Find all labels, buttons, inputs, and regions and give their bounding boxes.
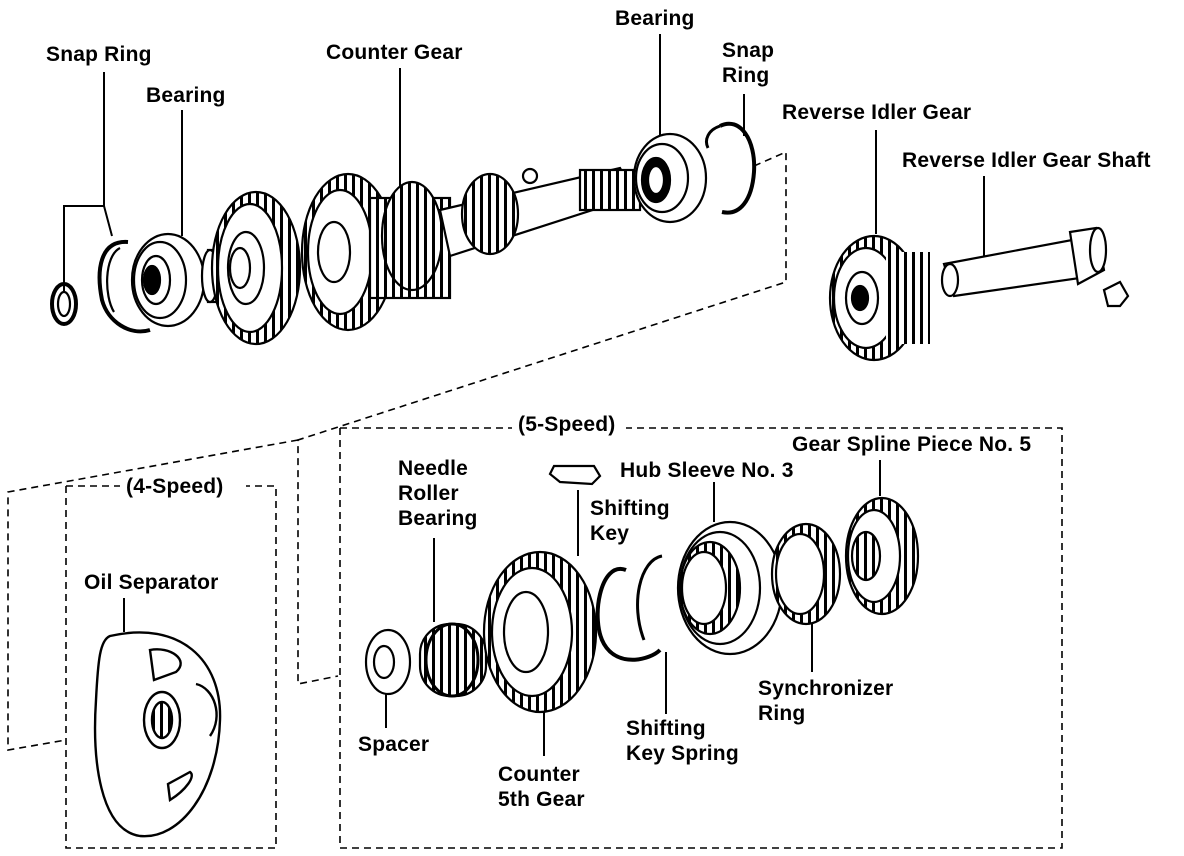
leader-snap-ring-left (63, 72, 105, 292)
label-needle-line1: Needle (398, 457, 469, 480)
label-snap-ring-left: Snap Ring (46, 43, 152, 66)
label-bearing-left: Bearing (146, 84, 226, 107)
label-synchronizer-line2: Ring (758, 702, 806, 725)
label-needle-line3: Bearing (398, 507, 478, 530)
label-five-speed: (5-Speed) (512, 412, 622, 437)
label-hub-sleeve: Hub Sleeve No. 3 (620, 459, 794, 482)
label-counter-5th-line2: 5th Gear (498, 788, 585, 811)
reverse-idler-assembly (828, 226, 1130, 362)
label-four-speed: (4-Speed) (120, 474, 230, 499)
label-counter-gear: Counter Gear (326, 41, 463, 64)
label-oil-separator: Oil Separator (84, 571, 219, 594)
label-synchronizer-line1: Synchronizer (758, 677, 894, 700)
connector-line-4speed (7, 439, 299, 751)
label-shifting-key-spring-line2: Key Spring (626, 742, 739, 765)
five-speed-parts (364, 464, 920, 714)
oil-separator-part (93, 631, 222, 838)
label-counter-5th-line1: Counter (498, 763, 580, 786)
counter-gear-assembly (50, 121, 757, 346)
label-shifting-key-line1: Shifting (590, 497, 670, 520)
label-shifting-key: Shifting Key (590, 496, 670, 546)
label-shifting-key-spring-line1: Shifting (626, 717, 706, 740)
label-shifting-key-spring: Shifting Key Spring (626, 716, 739, 766)
four-speed-box-outline (65, 485, 277, 849)
label-needle-line2: Roller (398, 482, 459, 505)
label-bearing-right: Bearing (615, 7, 695, 30)
label-gear-spline-piece: Gear Spline Piece No. 5 (792, 433, 1032, 456)
label-reverse-idler-gear: Reverse Idler Gear (782, 101, 972, 124)
label-reverse-idler-gear-shaft: Reverse Idler Gear Shaft (902, 149, 1151, 172)
label-shifting-key-line2: Key (590, 522, 630, 545)
label-snap-ring-right: Snap Ring (722, 38, 774, 88)
label-synchronizer-ring: Synchronizer Ring (758, 676, 893, 726)
label-snap-ring-right-line2: Ring (722, 64, 770, 87)
connector-line-5speed (297, 150, 787, 685)
label-spacer: Spacer (358, 733, 430, 756)
label-snap-ring-right-line1: Snap (722, 39, 775, 62)
five-speed-box-outline (339, 427, 1063, 849)
label-needle-roller-bearing: Needle Roller Bearing (398, 456, 478, 531)
label-counter-5th-gear: Counter 5th Gear (498, 762, 585, 812)
